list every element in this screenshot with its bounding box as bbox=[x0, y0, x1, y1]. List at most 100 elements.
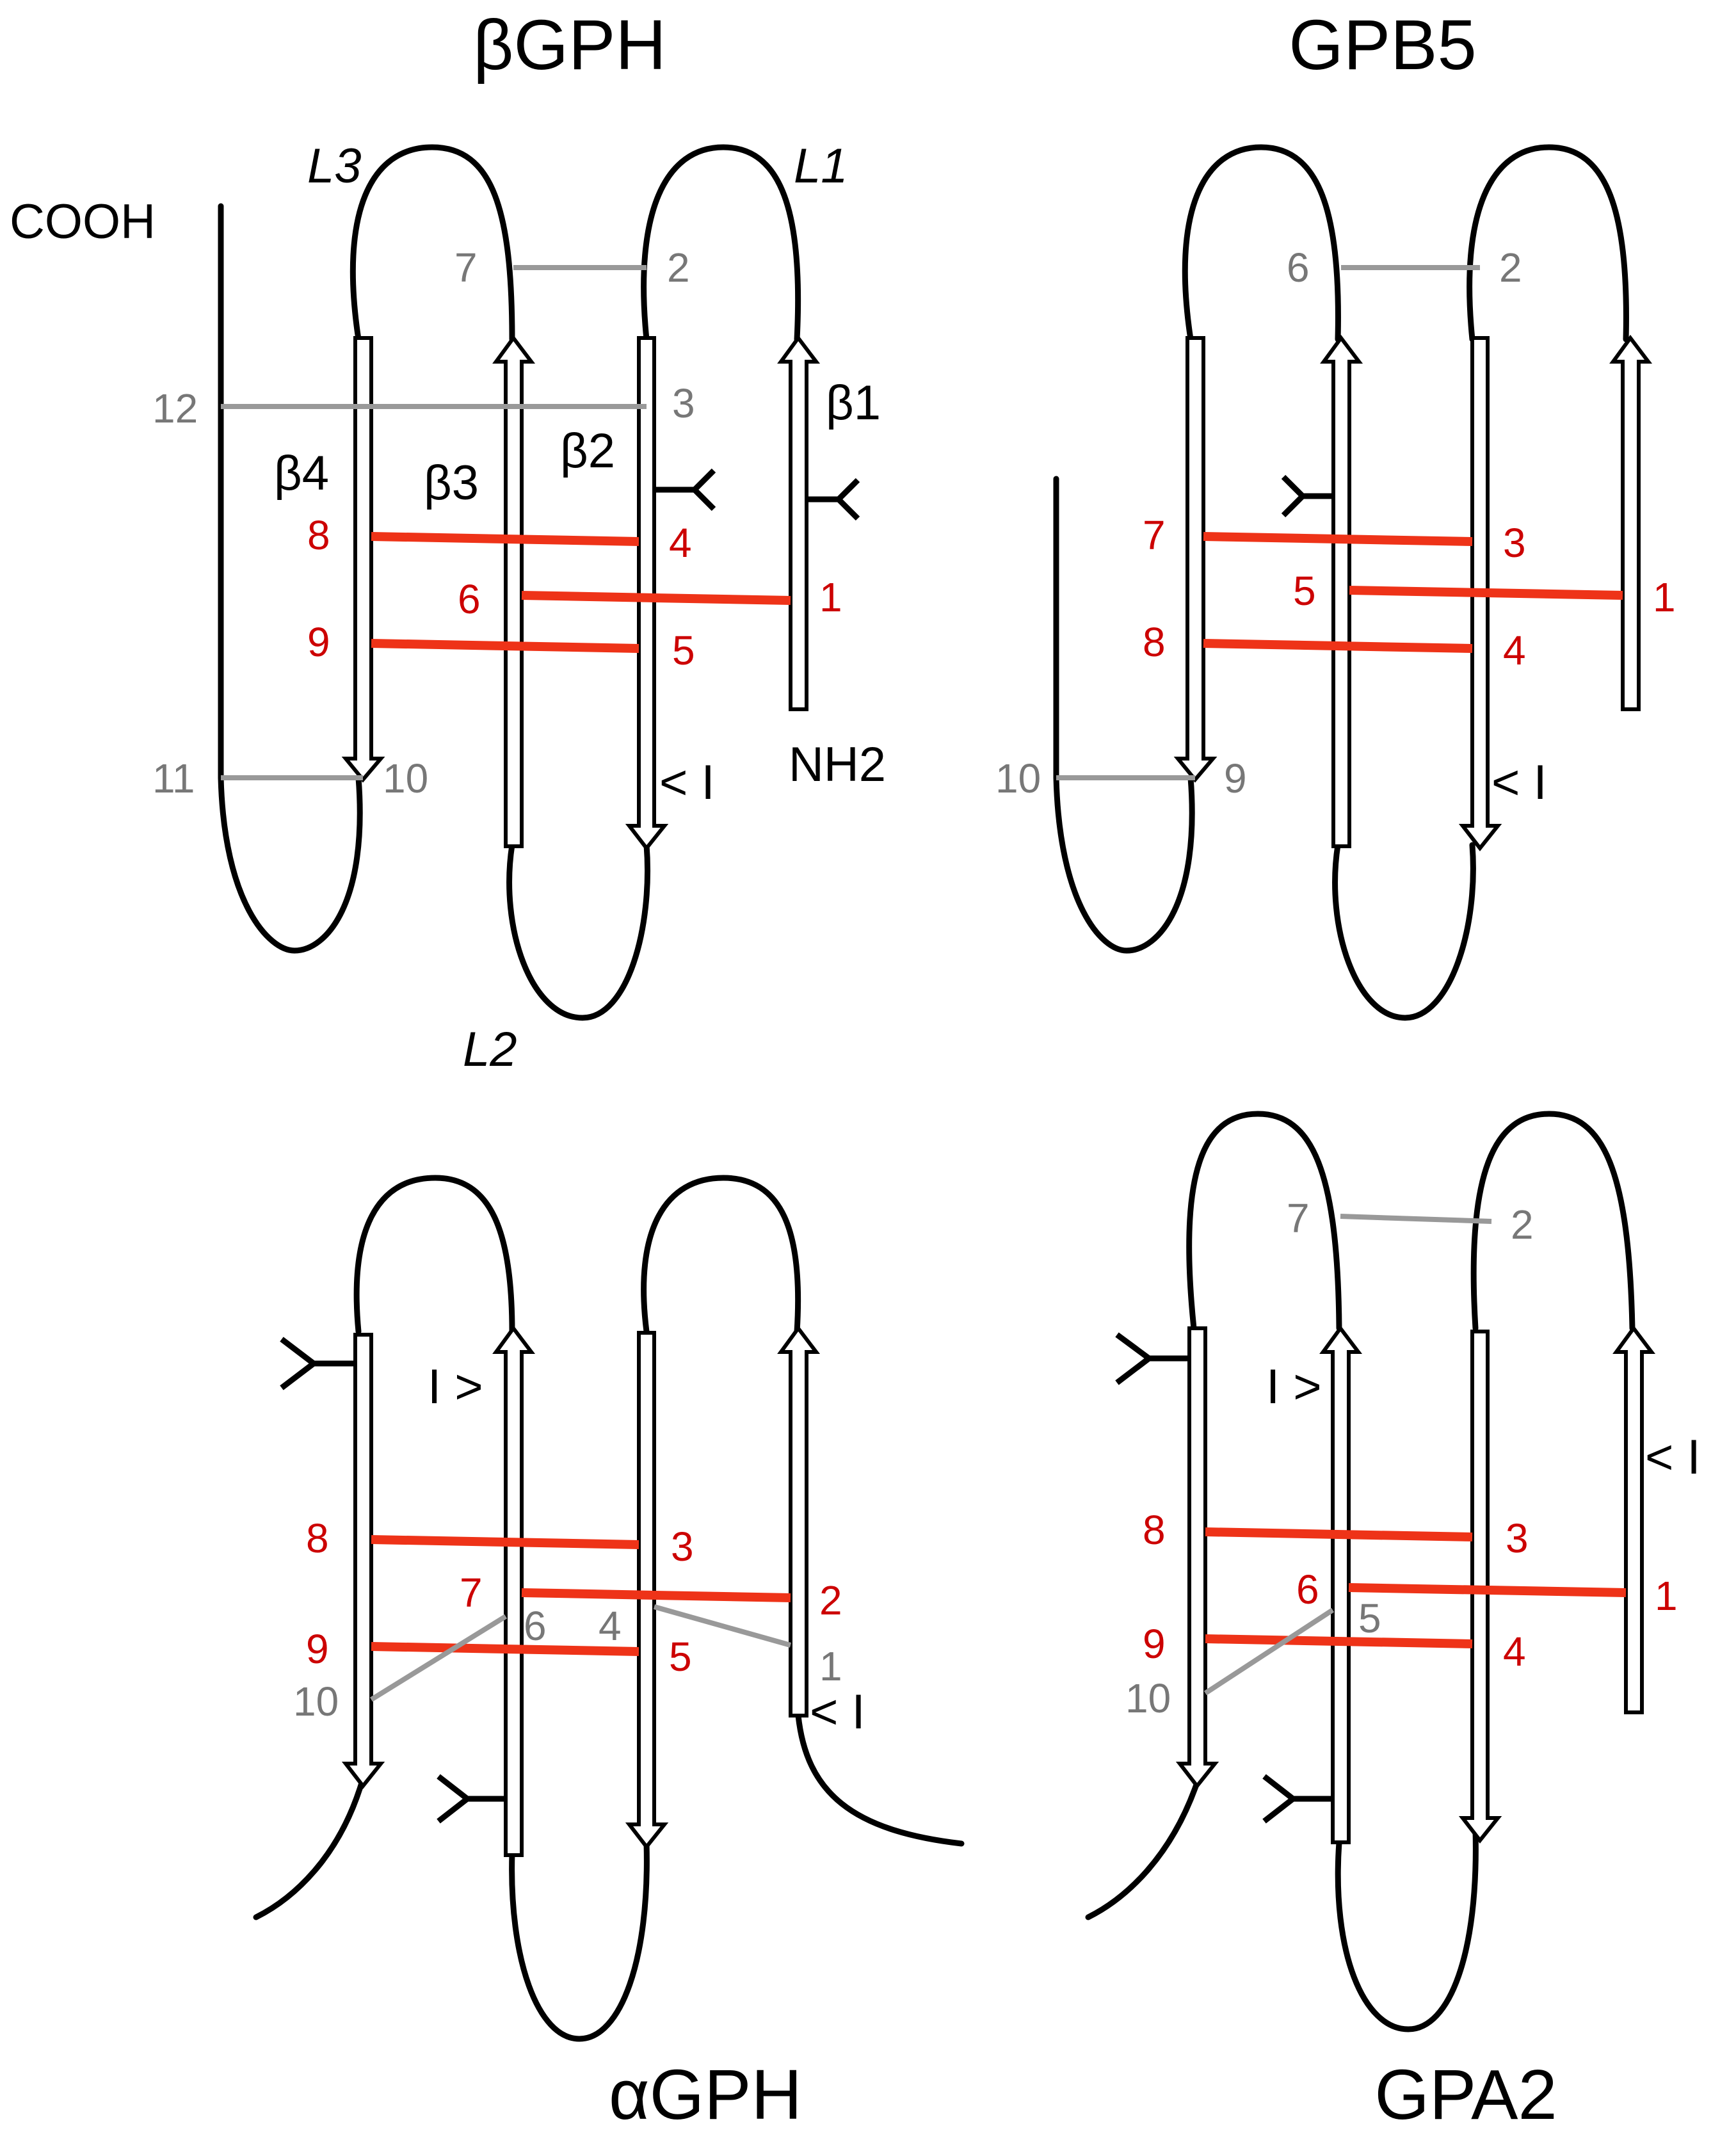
disulfide-8-4 bbox=[1203, 639, 1473, 653]
disulfide-8-3 bbox=[1205, 1527, 1473, 1541]
strand-b2-label: β2 bbox=[560, 424, 615, 478]
glycosylation-site-b3 bbox=[1262, 1774, 1333, 1824]
disulfide-4-1 bbox=[653, 1604, 792, 1648]
disulfide-7-2 bbox=[521, 1588, 791, 1602]
disulfide-9-5 bbox=[371, 1642, 639, 1656]
cys-6-label: 6 bbox=[524, 1603, 547, 1649]
loop-l1-label: L1 bbox=[794, 139, 848, 193]
cys-8-label: 8 bbox=[1143, 619, 1166, 665]
glycosylation-site-b1 bbox=[807, 478, 860, 521]
glycosylation-site-b4 bbox=[1115, 1332, 1189, 1385]
loop-l2 bbox=[1335, 1828, 1479, 2032]
strand-b1-arrow-up bbox=[1612, 1324, 1656, 1714]
cys-4-label: 4 bbox=[599, 1603, 622, 1649]
cys-10-label: 10 bbox=[293, 1678, 339, 1725]
strand-b1-arrow-up bbox=[1609, 334, 1653, 711]
cys-8-label: 8 bbox=[306, 1515, 329, 1561]
disulfide-7-2 bbox=[1340, 1214, 1492, 1224]
cys-8-label: 8 bbox=[307, 512, 330, 558]
loop-l1 bbox=[641, 1175, 801, 1335]
cys-2-label: 2 bbox=[819, 1577, 842, 1623]
strand-b1-arrow-up bbox=[777, 1324, 821, 1718]
loop-l2 bbox=[1332, 842, 1476, 1021]
disulfide-10-6 bbox=[369, 1614, 508, 1702]
intron-marker: < I bbox=[1491, 755, 1547, 810]
disulfide-5-1 bbox=[1349, 586, 1623, 600]
loop-l2 bbox=[509, 1840, 650, 2042]
cys-1-label: 1 bbox=[1655, 1573, 1678, 1619]
cys-3-label: 3 bbox=[1506, 1515, 1529, 1561]
cys-1-label: 1 bbox=[819, 1643, 842, 1689]
panel-gpb5: GPB5 < I 6 2 10 9 7 3 5 1 8 4 bbox=[995, 6, 1676, 1021]
cooh-label: COOH bbox=[10, 195, 156, 249]
panel-title-beta-gph: βGPH bbox=[473, 6, 666, 84]
cys-1-label: 1 bbox=[819, 574, 842, 620]
cys-3-label: 3 bbox=[672, 380, 695, 426]
backbone-cooh-tail bbox=[218, 203, 363, 954]
cys-9-label: 9 bbox=[1143, 1621, 1166, 1667]
disulfide-8-4 bbox=[371, 532, 639, 546]
loop-l3 bbox=[1186, 1111, 1342, 1331]
intron-marker-a: I > bbox=[1266, 1360, 1322, 1414]
nh2-label: NH2 bbox=[789, 737, 886, 792]
disulfide-7-3 bbox=[1203, 532, 1473, 546]
cys-7-label: 7 bbox=[454, 245, 478, 291]
strand-b4-arrow-down bbox=[341, 1333, 385, 1789]
cys-3-label: 3 bbox=[671, 1524, 694, 1570]
cys-9-label: 9 bbox=[1224, 755, 1247, 801]
cys-6-label: 6 bbox=[1296, 1566, 1319, 1613]
panel-title-alpha-gph: αGPH bbox=[609, 2055, 802, 2134]
cys-2-label: 2 bbox=[1511, 1202, 1534, 1248]
loop-l1 bbox=[1467, 144, 1629, 342]
cys-5-label: 5 bbox=[669, 1634, 692, 1680]
cys-4-label: 4 bbox=[1503, 627, 1526, 673]
cys-7-label: 7 bbox=[1143, 512, 1166, 558]
strand-b3-arrow-up bbox=[492, 1324, 536, 1857]
cys-10-label: 10 bbox=[383, 755, 428, 801]
cys-2-label: 2 bbox=[1499, 245, 1522, 291]
panel-alpha-gph: αGPH I > < I 8 3 7 2 9 5 6 4 1 10 bbox=[253, 1175, 965, 2134]
cys-3-label: 3 bbox=[1503, 520, 1526, 566]
intron-marker-b: < I bbox=[810, 1685, 865, 1739]
glycosylation-site-b3 bbox=[437, 1774, 506, 1824]
loop-l3 bbox=[1182, 144, 1341, 342]
cys-12-label: 12 bbox=[152, 385, 198, 431]
cys-9-label: 9 bbox=[306, 1626, 329, 1672]
disulfide-6-1 bbox=[521, 591, 791, 605]
panel-title-gpa2: GPA2 bbox=[1374, 2055, 1557, 2134]
disulfide-8-3 bbox=[371, 1535, 639, 1549]
loop-l2 bbox=[506, 842, 651, 1021]
strand-b4-arrow-down bbox=[1173, 336, 1218, 783]
loop-l3-label: L3 bbox=[307, 139, 362, 193]
cys-8-label: 8 bbox=[1143, 1507, 1166, 1553]
intron-marker: < I bbox=[659, 755, 715, 810]
loop-l3 bbox=[353, 1175, 515, 1335]
strand-b3-arrow-up bbox=[1320, 334, 1363, 848]
panel-title-gpb5: GPB5 bbox=[1289, 6, 1476, 84]
cys-6-label: 6 bbox=[458, 576, 481, 622]
cys-1-label: 1 bbox=[1653, 574, 1676, 620]
strand-b2-arrow-down bbox=[625, 1331, 669, 1850]
strand-b4-label: β4 bbox=[274, 446, 329, 501]
loop-l1 bbox=[1470, 1111, 1636, 1331]
loop-l1 bbox=[641, 144, 801, 342]
glycosylation-site-b4 bbox=[280, 1337, 355, 1390]
glycosylation-site-b3 bbox=[1281, 474, 1333, 518]
disulfide-9-4 bbox=[1205, 1634, 1473, 1648]
loop-l2-label: L2 bbox=[463, 1022, 517, 1077]
backbone-c-tail bbox=[253, 1780, 365, 1920]
backbone-c-tail bbox=[1085, 1780, 1200, 1920]
intron-marker-a: I > bbox=[428, 1360, 483, 1414]
strand-b1-label: β1 bbox=[826, 376, 881, 430]
strand-b1-arrow-up bbox=[777, 334, 821, 711]
cys-9-label: 9 bbox=[307, 619, 330, 665]
glycosylation-site-b2 bbox=[654, 468, 716, 511]
strand-b3-arrow-up bbox=[1319, 1324, 1363, 1844]
strand-b3-label: β3 bbox=[424, 456, 479, 510]
cys-6-label: 6 bbox=[1287, 245, 1310, 291]
cys-10-label: 10 bbox=[995, 755, 1041, 801]
cys-11-label: 11 bbox=[152, 755, 195, 801]
cys-5-label: 5 bbox=[1358, 1595, 1381, 1641]
